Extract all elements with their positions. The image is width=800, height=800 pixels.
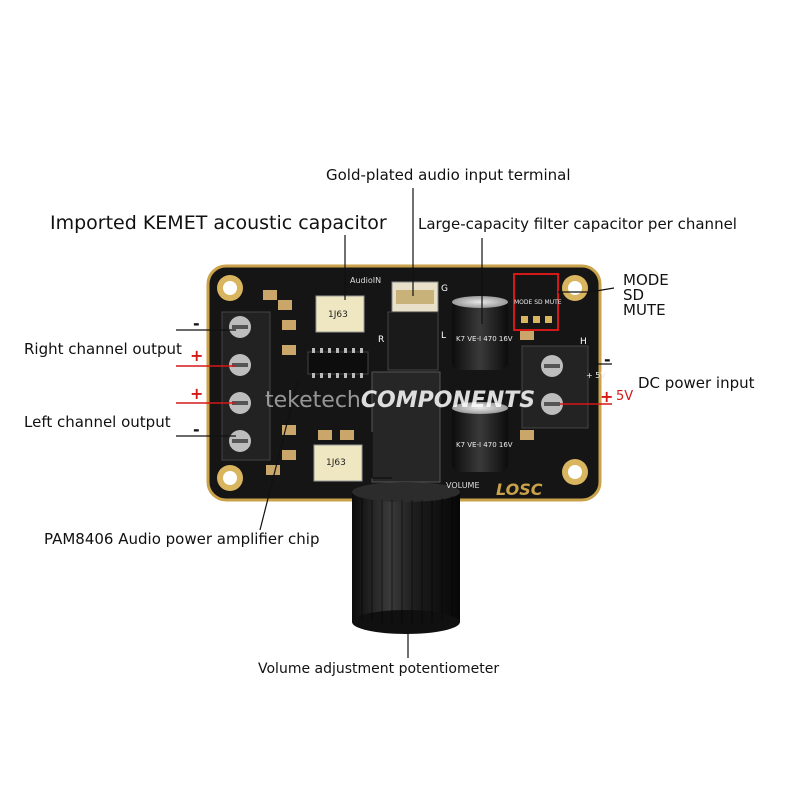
sign-plus-left: + (190, 384, 204, 403)
sign-minus-dc: - (604, 350, 611, 369)
filter-capacitor-bottom (452, 402, 508, 472)
pcb-audioin-silk: AudioIN (350, 276, 382, 285)
volume-knob (352, 482, 460, 634)
smd-components (263, 290, 534, 475)
filter-capacitor-top (452, 296, 508, 370)
mode-header-silk: MODE SD MUTE (514, 299, 562, 306)
label-right-output: Right channel output (24, 340, 182, 358)
kemet-capacitor-top (315, 295, 365, 333)
label-5v: 5V (616, 389, 634, 404)
kemet-capacitor-bottom (313, 444, 363, 482)
label-pam8406: PAM8406 Audio power amplifier chip (44, 530, 320, 548)
polarity-red-lines (176, 365, 612, 405)
label-sd: SD (623, 286, 645, 304)
leader-lines (259, 188, 615, 658)
label-mode: MODE (623, 271, 669, 289)
pcb-volume-silk: VOLUME (446, 481, 480, 490)
label-filter-capacitor: Large-capacity filter capacitor per chan… (418, 215, 737, 233)
pcb-l-silk: L (441, 331, 447, 341)
output-screws (229, 316, 251, 452)
pcb-g-silk: G (441, 284, 448, 294)
kemet-cap-bottom-mark: 1J63 (326, 458, 346, 468)
watermark: teketechCOMPONENTS (265, 388, 536, 413)
label-kemet-capacitor: Imported KEMET acoustic capacitor (50, 212, 387, 234)
pcb-r-silk: R (378, 335, 385, 345)
dc-screws (541, 355, 563, 415)
sign-plus-dc: + (600, 387, 614, 406)
potentiometer-body (371, 371, 441, 483)
amplifier-chip (307, 351, 369, 375)
kemet-cap-top-mark: 1J63 (328, 310, 348, 320)
sign-minus-left: - (193, 420, 200, 439)
header-pins (521, 316, 552, 323)
pcb-h-silk: H (580, 337, 587, 347)
output-leader-lines (176, 329, 612, 437)
pcb-5v-silk: + 5V (586, 371, 606, 380)
sign-plus-right: + (190, 346, 204, 365)
sign-minus-right: - (193, 314, 200, 333)
cap-bottom-marking: K7 VE-I 470 16V (456, 441, 513, 449)
label-mute: MUTE (623, 301, 666, 319)
label-gold-terminal: Gold-plated audio input terminal (326, 166, 571, 184)
label-volume-pot: Volume adjustment potentiometer (258, 661, 500, 677)
mode-header-highlight (513, 273, 559, 331)
pcb-logo: LOSC (496, 480, 543, 499)
label-left-output: Left channel output (24, 413, 171, 431)
cap-top-marking: K7 VE-I 470 16V (456, 335, 513, 343)
label-dc-input: DC power input (638, 374, 755, 392)
